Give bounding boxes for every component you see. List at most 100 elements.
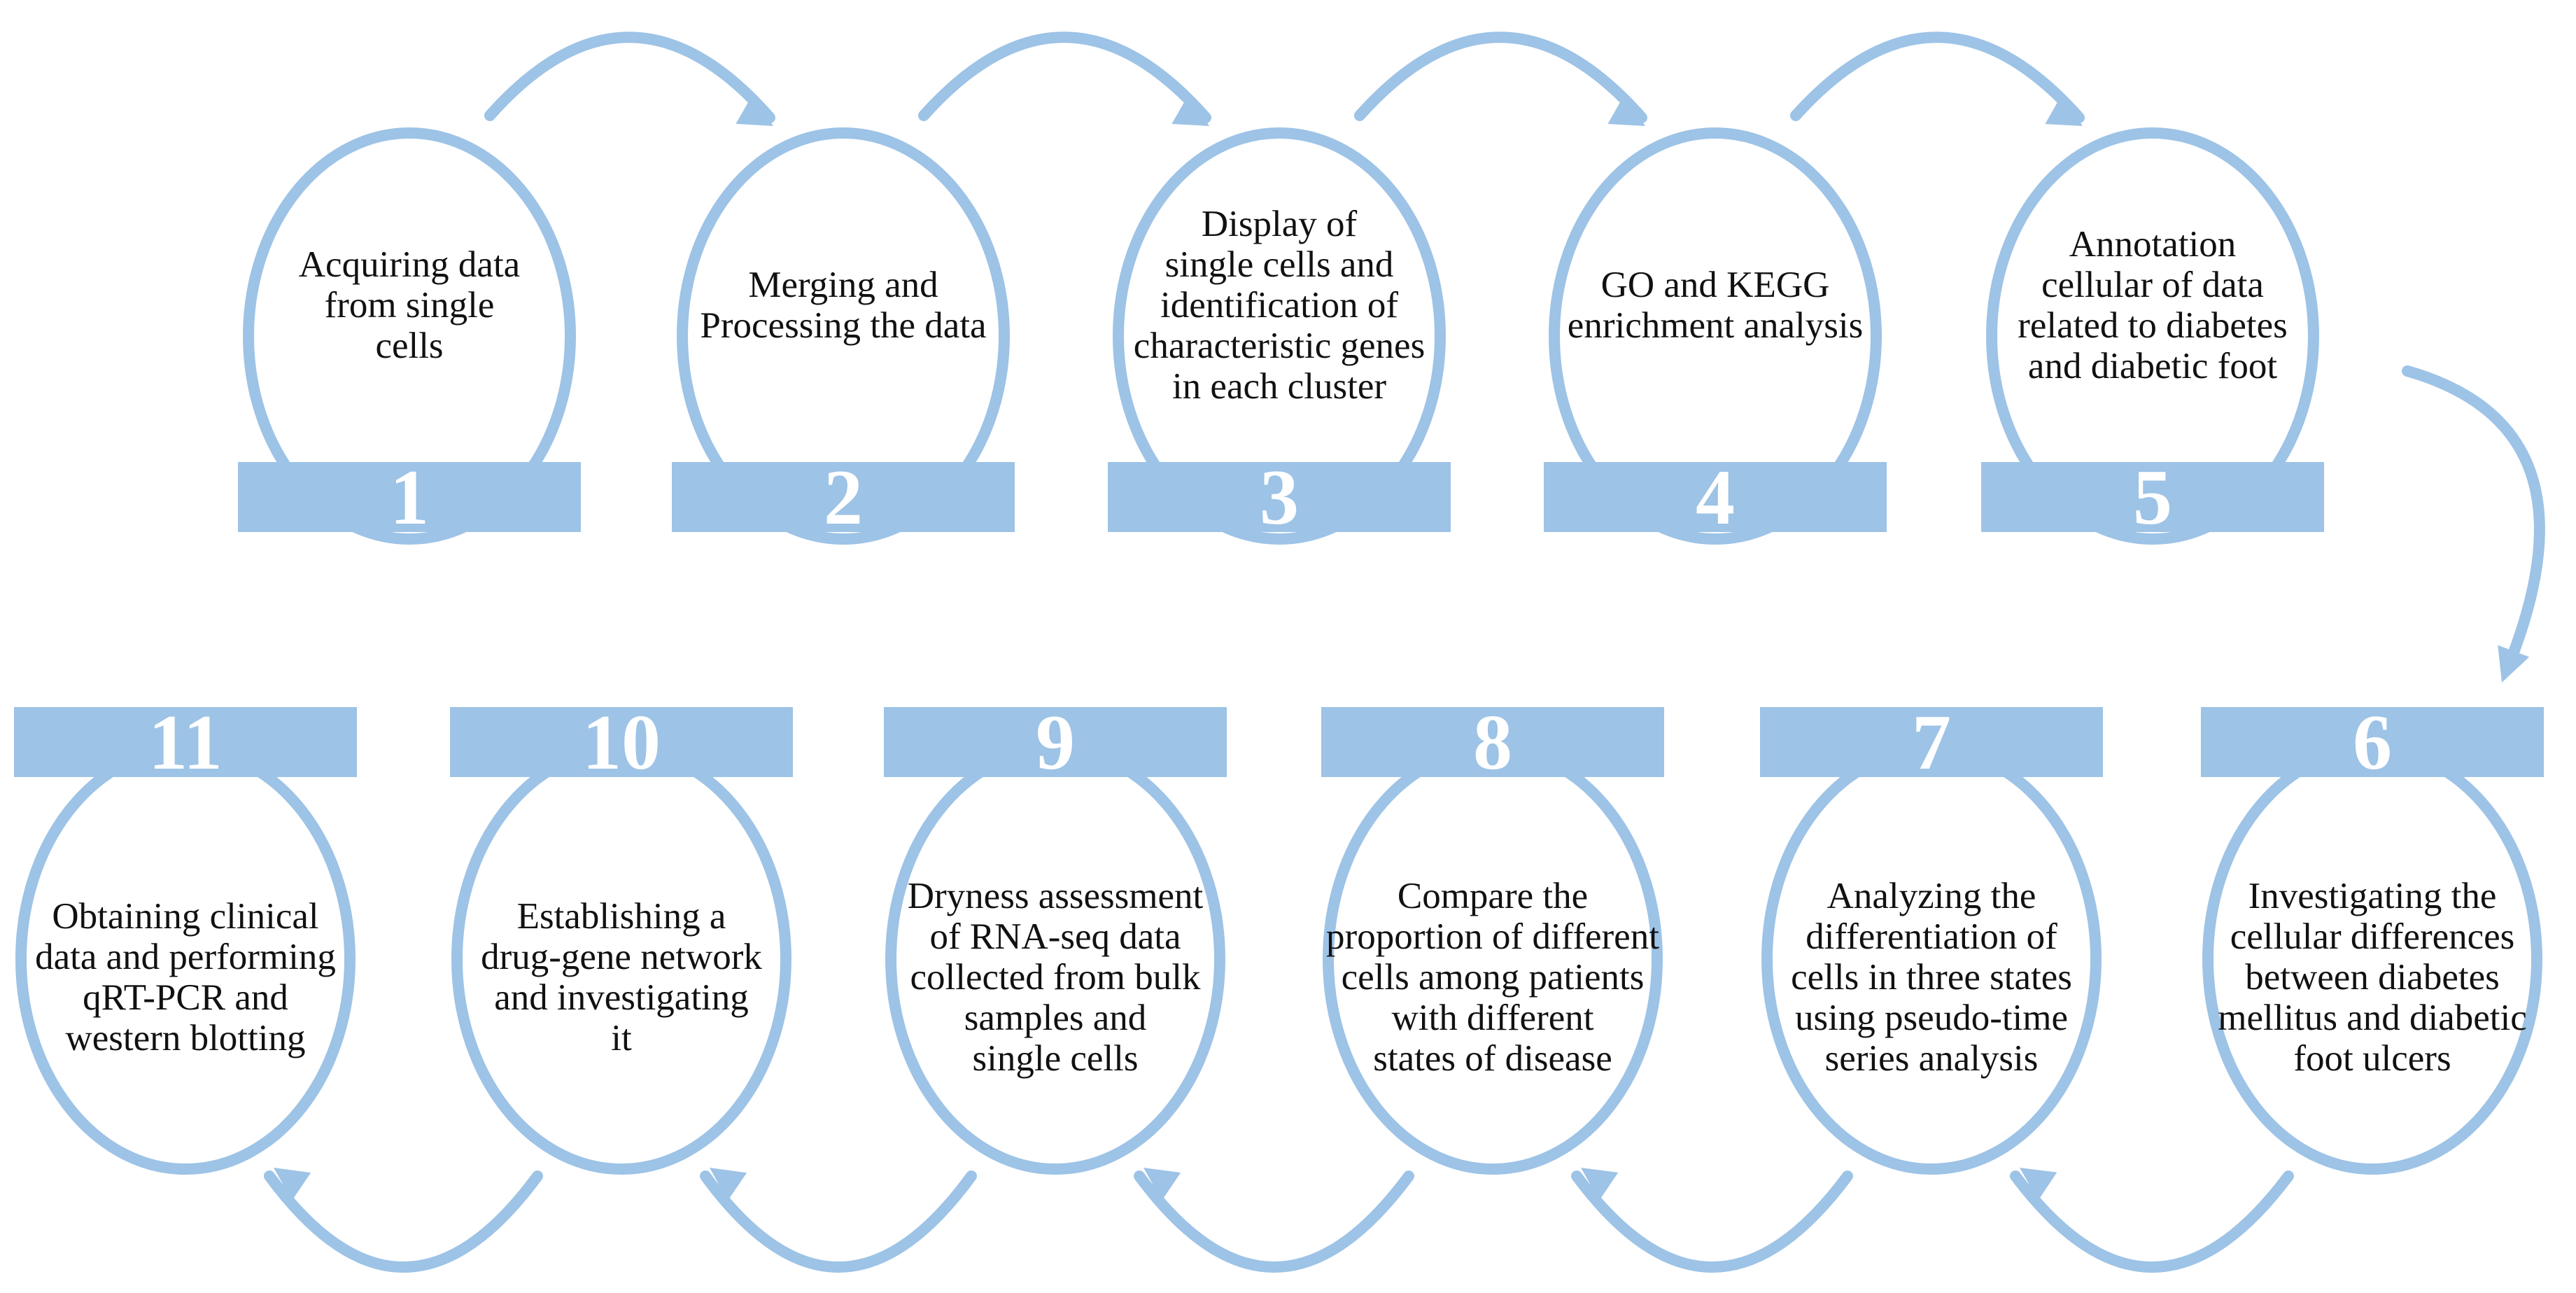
- step-circle: [1986, 127, 2319, 545]
- step-text-line: Display of: [1202, 204, 1358, 244]
- step-text-line: characteristic genes: [1134, 326, 1425, 366]
- step-text-line: cells among patients: [1342, 957, 1645, 998]
- arrowhead-icon: [1607, 95, 1645, 126]
- flow-arrow: [264, 1170, 543, 1273]
- step-text-line: series analysis: [1825, 1038, 2039, 1079]
- step-text-line: it: [611, 1018, 632, 1058]
- step-number: 1: [390, 454, 429, 541]
- step-text-line: states of disease: [1373, 1038, 1612, 1079]
- step-text-line: samples and: [964, 998, 1147, 1038]
- step-text-line: cellular differences: [2230, 916, 2515, 957]
- step-text-line: and diabetic foot: [2028, 346, 2277, 386]
- step-number: 5: [2133, 454, 2172, 541]
- step-number: 9: [1036, 699, 1075, 786]
- step-text-line: enrichment analysis: [1568, 305, 1863, 346]
- step-text-line: Establishing a: [517, 896, 726, 937]
- step-number-box: [238, 462, 581, 532]
- step-number: 11: [148, 699, 223, 786]
- step-circle: [1549, 127, 1882, 545]
- step-number-box: [14, 707, 357, 777]
- step-text-line: mellitus and diabetic: [2218, 998, 2527, 1038]
- step-number: 8: [1473, 699, 1512, 786]
- step-number: 3: [1260, 454, 1299, 541]
- step-text-line: foot ulcers: [2293, 1038, 2451, 1079]
- flow-arrow: [1354, 32, 1647, 123]
- flow-arrow: [2402, 365, 2545, 671]
- arrowhead-icon: [274, 1168, 311, 1201]
- step-text-line: cellular of data: [2041, 265, 2264, 305]
- step-text-line: qRT-PCR and: [83, 977, 288, 1018]
- arrowhead-icon: [736, 95, 773, 126]
- step-number-box: [2201, 707, 2544, 777]
- step-text-line: GO and KEGG: [1601, 265, 1830, 305]
- step-text-line: data and performing: [35, 937, 336, 977]
- arrowhead-icon: [1143, 1168, 1181, 1201]
- step-text-line: drug-gene network: [481, 937, 762, 977]
- step-text-line: using pseudo-time: [1795, 998, 2068, 1038]
- step-text-line: Compare the: [1398, 876, 1588, 916]
- step-text-line: Annotation: [2069, 224, 2236, 265]
- step-number-box: [884, 707, 1227, 777]
- step-text-line: differentiation of: [1806, 916, 2057, 957]
- step-circle: [1113, 127, 1446, 545]
- step-number-box: [1108, 462, 1451, 532]
- step-number: 6: [2353, 699, 2392, 786]
- step-text-line: Analyzing the: [1827, 876, 2036, 916]
- step-text-line: cells in three states: [1791, 957, 2072, 998]
- arrowhead-icon: [2045, 95, 2083, 126]
- step-number-box: [1544, 462, 1887, 532]
- step-text-line: Obtaining clinical: [52, 896, 318, 937]
- step-text-line: Merging and: [748, 265, 938, 305]
- step-text-line: Acquiring data: [299, 244, 520, 285]
- step-text-line: Investigating the: [2248, 876, 2497, 916]
- step-text-line: related to diabetes: [2018, 305, 2288, 346]
- step-text-line: collected from bulk: [910, 957, 1201, 998]
- step-text-line: of RNA-seq data: [929, 916, 1181, 957]
- arrowhead-icon: [710, 1168, 747, 1201]
- step-text-line: single cells and: [1165, 244, 1394, 285]
- step-text-line: with different: [1392, 998, 1594, 1038]
- step-number: 2: [824, 454, 863, 541]
- step-circle: [243, 127, 576, 545]
- flow-arrow: [918, 32, 1211, 123]
- step-text-line: proportion of different: [1326, 916, 1659, 957]
- step-text-line: Processing the data: [700, 305, 986, 346]
- flow-arrow: [1134, 1170, 1414, 1273]
- flow-arrows: [264, 32, 2545, 1273]
- arrowhead-icon: [2498, 645, 2530, 683]
- step-number: 7: [1912, 699, 1951, 786]
- flow-arrow: [1790, 32, 2085, 123]
- step-text-line: and investigating: [494, 977, 749, 1018]
- step-text-line: Dryness assessment: [908, 876, 1204, 916]
- step-text-line: from single: [325, 285, 495, 326]
- arrowhead-icon: [1581, 1168, 1619, 1201]
- flow-arrow: [2010, 1170, 2294, 1273]
- step-number: 10: [582, 699, 661, 786]
- step-text-line: single cells: [973, 1038, 1139, 1079]
- step-text-line: cells: [375, 326, 443, 366]
- flow-arrow: [1571, 1170, 1853, 1273]
- step-text-line: in each cluster: [1172, 366, 1386, 407]
- step-number-box: [1981, 462, 2324, 532]
- step-number: 4: [1696, 454, 1735, 541]
- step-text-line: western blotting: [66, 1018, 306, 1058]
- flow-arrow: [484, 32, 775, 123]
- step-text-line: between diabetes: [2245, 957, 2499, 998]
- step-number-box: [1321, 707, 1664, 777]
- step-number-box: [1760, 707, 2103, 777]
- step-number-box: [672, 462, 1015, 532]
- step-text-line: identification of: [1160, 285, 1398, 326]
- arrowhead-icon: [2020, 1168, 2057, 1201]
